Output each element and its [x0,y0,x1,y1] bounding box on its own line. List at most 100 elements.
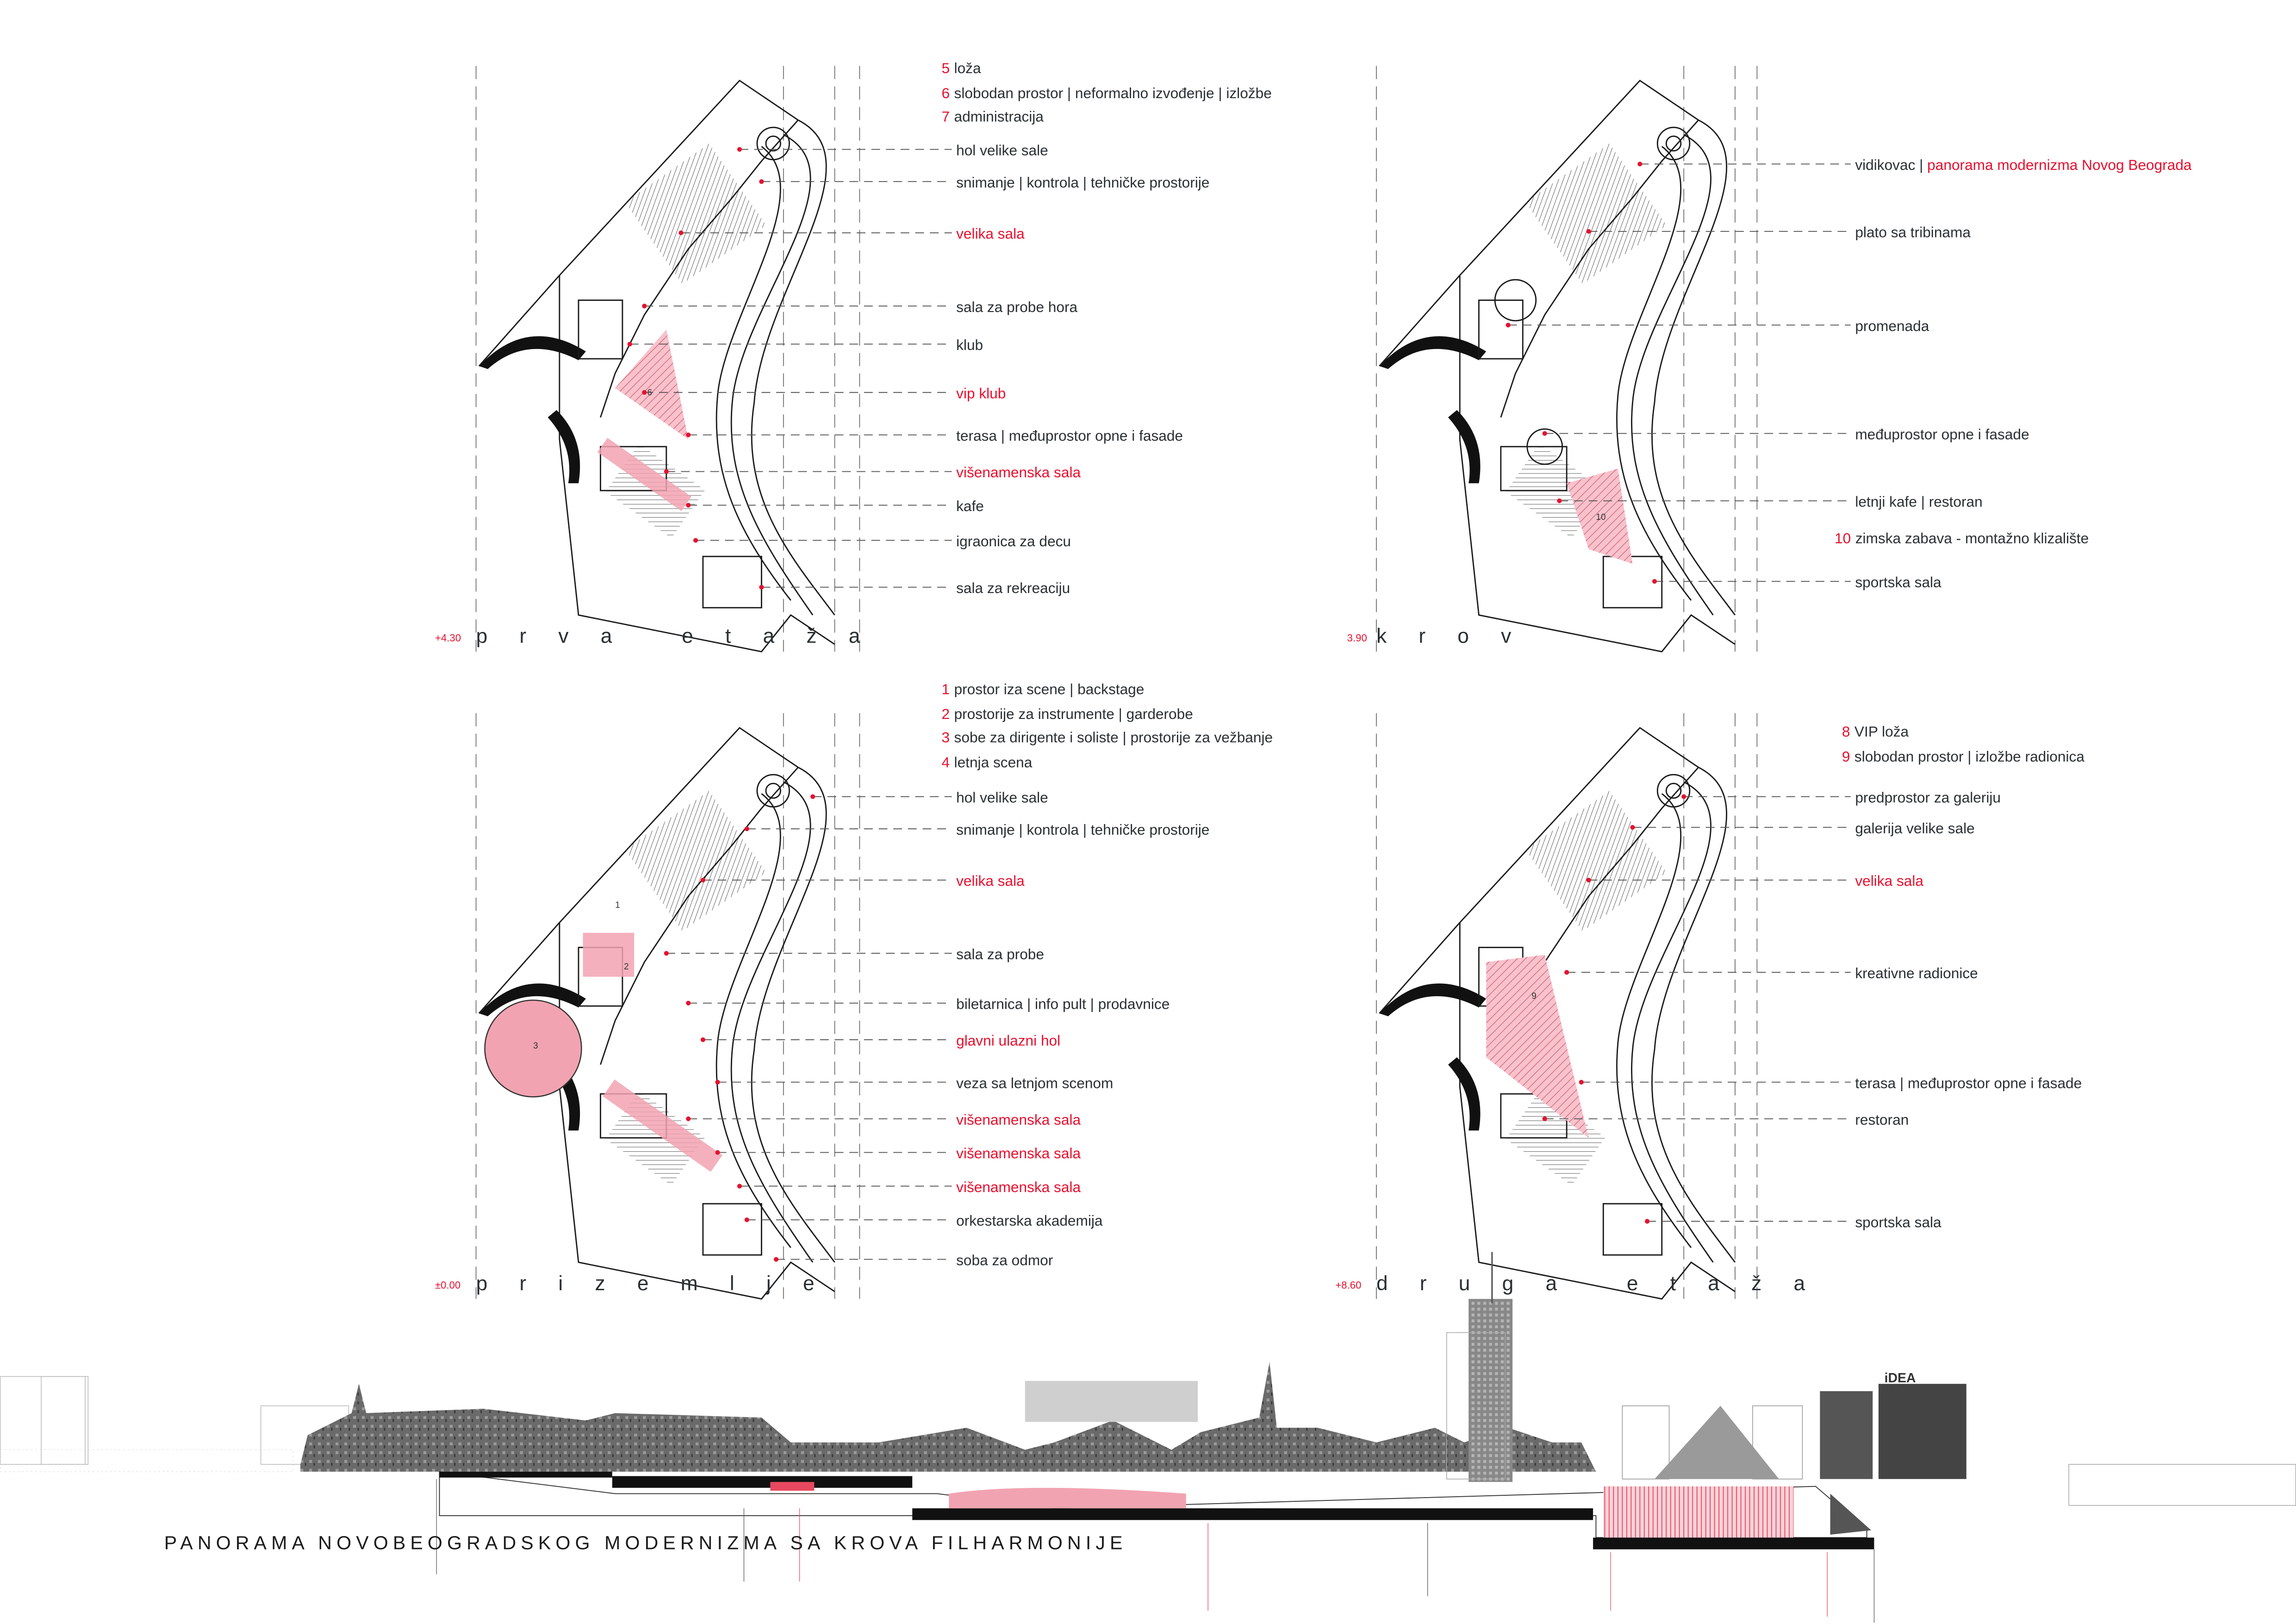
plan-room-number: 2 [624,962,629,972]
leader-dot [715,1080,720,1085]
elevation-label: 3.90 [1347,632,1367,643]
room-label: hol velike sale [956,142,1048,158]
leader-dot [1542,1116,1547,1121]
leader-dot [1637,162,1643,167]
room-label: promenada [1855,318,1929,334]
room-label-text: višenamenska sala [956,1145,1081,1162]
leader-dot [759,585,764,590]
legend-number: 3 [941,729,950,746]
instrument-rooms-zone [583,932,635,977]
legend-number: 4 [941,754,950,771]
room-label-text: snimanje | kontrola | tehničke prostorij… [956,821,1209,838]
room-label: letnji kafe | restoran [1855,493,1982,510]
legend-number: 10 [1835,530,1851,547]
legend-text: VIP loža [1854,723,1909,740]
legend-text: slobodan prostor | izložbe radionica [1854,748,2084,765]
leader-dot [1586,229,1591,234]
leader-dot [642,390,647,395]
room-label: višenamenska sala [956,1111,1081,1128]
leader-dot [642,304,647,309]
legend-number: 2 [941,706,950,722]
leader-dot [715,1150,720,1155]
building-section-cut [436,1471,1875,1623]
legend-text: prostor iza scene | backstage [954,681,1145,697]
leader-dot [737,1184,742,1189]
legend-number: 1 [941,681,950,697]
leader-dot [1586,878,1591,883]
leader-dot [627,342,632,347]
room-label: hol velike sale [956,789,1048,806]
room-label-text: velika sala [956,873,1025,889]
room-label-text: galerija velike sale [1855,820,1974,837]
room-label: vip klub [956,385,1006,401]
legend-number: 8 [1842,723,1850,740]
leader-dot [686,1116,691,1121]
room-label-text: velika sala [1855,873,1923,889]
room-label: sportska sala [1855,1214,1941,1230]
elevation-label: ±0.00 [435,1280,460,1291]
room-label: sala za probe [956,946,1044,962]
room-label-text: terasa | međuprostor opne i fasade [956,427,1183,444]
panorama-title: PANORAMA NOVOBEOGRADSKOG MODERNIZMA SA K… [164,1532,1127,1554]
room-label-text: vidikovac | [1855,156,1927,173]
room-label: kafe [956,498,984,514]
room-label-text: klub [956,337,983,353]
room-label-text: hol velike sale [956,142,1048,158]
room-label: višenamenska sala [956,1145,1081,1162]
room-label: glavni ulazni hol [956,1032,1060,1049]
floor-plan [478,80,836,653]
summer-stage-zone [484,999,582,1098]
room-label: snimanje | kontrola | tehničke prostorij… [956,821,1209,838]
room-label-text: sala za probe hora [956,299,1077,315]
leader-dot [664,469,669,474]
free-space-zone [1486,955,1589,1138]
leader-dot [1681,794,1686,799]
floor-title: p r v a e t a ž a [476,625,873,648]
room-label-text: biletarnica | info pult | prodavnice [956,995,1170,1012]
room-label-text: veza sa letnjom scenom [956,1074,1113,1091]
room-label-text: sala za probe [956,946,1044,962]
room-label: terasa | međuprostor opne i fasade [1855,1074,2082,1091]
plan-room-number: 1 [615,900,620,910]
leader-dot [1652,579,1657,584]
leader-dot [1579,1080,1584,1085]
leader-dot [1630,825,1635,830]
leader-dot [686,1000,691,1006]
room-label-text: soba za odmor [956,1252,1053,1268]
room-label: višenamenska sala [956,1179,1081,1195]
leader-dot [664,951,669,956]
legend-text: prostorije za instrumente | garderobe [954,706,1193,722]
floor-title: d r u g a e t a ž a [1376,1272,1818,1295]
floor-plan [1378,80,1736,653]
leader-dot [700,1037,705,1042]
room-label: snimanje | kontrola | tehničke prostorij… [956,174,1209,191]
room-label-text: letnji kafe | restoran [1855,493,1982,510]
legend-number: 6 [941,85,950,101]
room-label-text: glavni ulazni hol [956,1032,1060,1049]
leader-dot [759,179,764,184]
legend-number: 9 [1842,748,1850,765]
leader-dot [1542,431,1547,436]
room-label: galerija velike sale [1855,820,1974,837]
floor-plan [1378,727,1736,1300]
floor-plan [478,727,836,1300]
multipurpose-hall-zone [603,1079,723,1172]
ice-rink-zone [1567,468,1633,564]
room-label-text: predprostor za galeriju [1855,789,2001,806]
room-label: sala za probe hora [956,299,1077,315]
elevation-label: +8.60 [1335,1280,1361,1291]
leader-dot [1557,498,1562,503]
leader-dot [773,1257,779,1262]
leader-dot [737,147,742,152]
room-label: velika sala [1855,873,1923,889]
room-label-text: orkestarska akademija [956,1212,1103,1229]
